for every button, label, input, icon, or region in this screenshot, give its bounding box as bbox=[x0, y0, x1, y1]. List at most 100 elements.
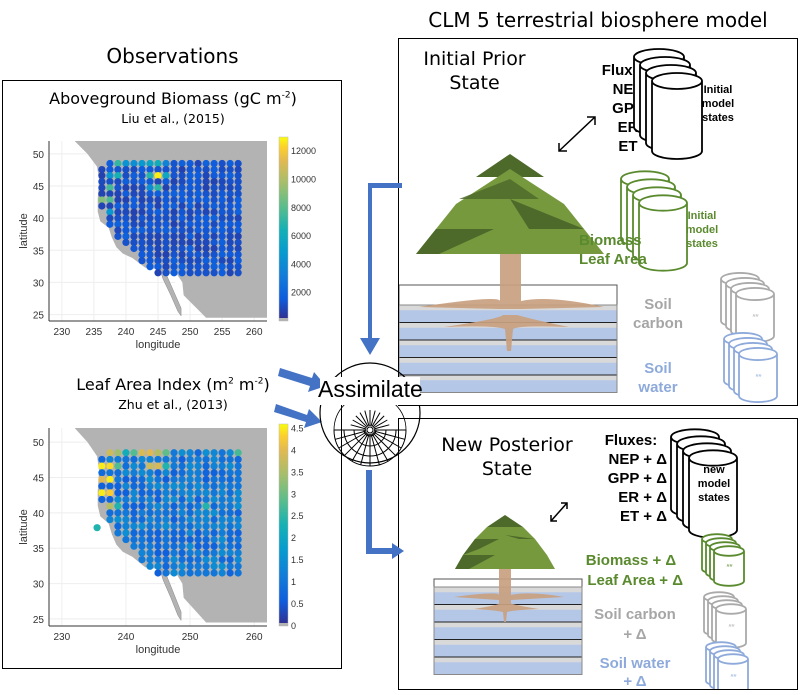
data-point bbox=[218, 449, 226, 457]
data-point bbox=[130, 449, 138, 457]
data-point bbox=[218, 455, 226, 464]
data-point bbox=[202, 449, 210, 457]
data-point bbox=[154, 482, 162, 490]
data-point bbox=[122, 232, 130, 240]
data-point bbox=[210, 214, 218, 222]
data-point bbox=[218, 522, 226, 530]
data-point bbox=[186, 515, 194, 524]
data-point bbox=[114, 208, 122, 216]
soil-water-band bbox=[399, 362, 617, 375]
data-point bbox=[170, 562, 178, 570]
data-point bbox=[178, 250, 186, 259]
colorbar bbox=[278, 136, 289, 322]
data-point bbox=[162, 449, 170, 457]
data-point bbox=[234, 549, 242, 557]
data-point bbox=[226, 250, 234, 259]
posterior-state-label-line2: State bbox=[481, 458, 533, 480]
data-point bbox=[178, 502, 186, 510]
data-point bbox=[130, 220, 138, 228]
data-point bbox=[154, 159, 162, 168]
data-point bbox=[130, 178, 138, 186]
data-point bbox=[178, 159, 186, 168]
posterior-state-panel: New Posterior State Fluxes: NEP + Δ GPP … bbox=[398, 418, 798, 690]
data-point bbox=[162, 495, 170, 504]
data-point bbox=[130, 190, 138, 198]
data-point bbox=[162, 184, 170, 192]
data-point bbox=[202, 529, 210, 537]
data-point bbox=[138, 509, 146, 517]
soil-water-band bbox=[399, 345, 617, 358]
data-point bbox=[138, 238, 146, 247]
data-point bbox=[178, 269, 186, 277]
data-point bbox=[178, 220, 186, 228]
data-point bbox=[98, 462, 106, 470]
data-point bbox=[162, 509, 170, 517]
data-point bbox=[234, 562, 242, 570]
data-point bbox=[146, 562, 154, 570]
data-point bbox=[186, 502, 194, 510]
data-point bbox=[186, 522, 194, 530]
posterior-exchange-arrow-icon bbox=[550, 502, 568, 522]
data-point bbox=[170, 165, 178, 174]
data-point bbox=[234, 455, 242, 464]
prior-state-label: Initial Prior State bbox=[407, 47, 542, 95]
data-point bbox=[122, 184, 130, 192]
data-point bbox=[194, 250, 202, 259]
data-point bbox=[114, 232, 122, 240]
lai-map-title: Leaf Area Index (m2 m-2) bbox=[3, 375, 343, 394]
data-point bbox=[146, 469, 154, 477]
colorbar-nan bbox=[279, 623, 288, 626]
posterior-biomass-label: Biomass + Δ bbox=[585, 552, 677, 569]
data-point bbox=[138, 257, 146, 265]
data-point bbox=[170, 522, 178, 530]
data-point bbox=[210, 542, 218, 550]
colorbar-tick-label: 3 bbox=[291, 489, 296, 499]
data-point bbox=[194, 489, 202, 497]
data-point bbox=[146, 202, 154, 210]
data-point bbox=[154, 165, 162, 174]
data-point bbox=[202, 469, 210, 477]
data-point bbox=[234, 226, 242, 234]
data-point bbox=[170, 502, 178, 510]
data-point bbox=[202, 475, 210, 484]
data-point bbox=[218, 569, 226, 577]
data-point bbox=[138, 482, 146, 490]
data-point bbox=[226, 244, 234, 253]
data-point bbox=[154, 220, 162, 228]
data-point bbox=[154, 455, 162, 464]
prior-soil-layers bbox=[399, 284, 618, 393]
baja-peninsula bbox=[159, 569, 182, 622]
data-point bbox=[146, 244, 154, 253]
prior-cyl-label-line3: states bbox=[702, 112, 734, 124]
data-point bbox=[122, 449, 130, 457]
post-cyl-label-line3: states bbox=[698, 492, 730, 504]
prior-soil-water-line2: water bbox=[638, 379, 678, 396]
data-point bbox=[114, 529, 122, 537]
data-point bbox=[122, 220, 130, 228]
baja-peninsula bbox=[159, 269, 182, 317]
posterior-biomass-cylinders: ”” bbox=[701, 533, 745, 587]
data-point bbox=[114, 449, 122, 457]
posterior-model-states-label: new model states bbox=[689, 463, 739, 505]
x-tick-label: 245 bbox=[150, 327, 167, 338]
data-point bbox=[122, 462, 130, 470]
data-point bbox=[194, 208, 202, 216]
data-point bbox=[234, 238, 242, 247]
assimilate-label: Assimilate bbox=[318, 376, 423, 402]
wheel-spoke bbox=[364, 410, 370, 427]
colorbar-tick-label: 10000 bbox=[291, 174, 316, 184]
prior-cyl-label-line1: Initial bbox=[703, 84, 733, 96]
data-point bbox=[186, 202, 194, 210]
data-point bbox=[154, 469, 162, 477]
data-point bbox=[218, 529, 226, 537]
data-point bbox=[170, 569, 178, 577]
data-point bbox=[106, 220, 114, 228]
data-point bbox=[122, 515, 130, 524]
colorbar-tick-label: 3.5 bbox=[291, 467, 304, 477]
data-point bbox=[114, 509, 122, 517]
data-point bbox=[146, 449, 154, 457]
data-point bbox=[226, 263, 234, 271]
data-point bbox=[130, 462, 138, 470]
data-point bbox=[226, 226, 234, 234]
data-point bbox=[202, 502, 210, 510]
